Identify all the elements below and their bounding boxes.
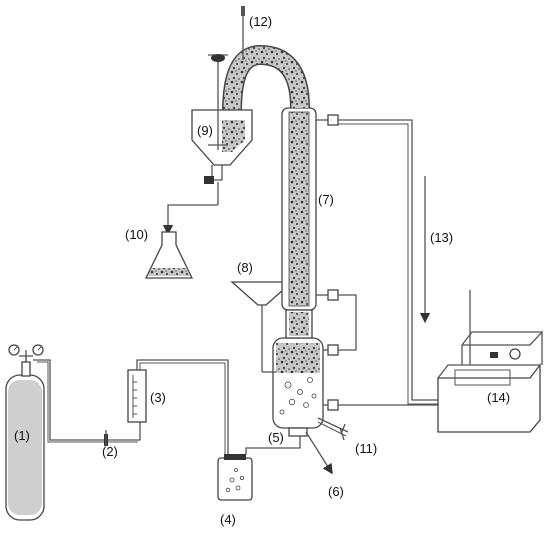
- label-valve: (2): [102, 444, 118, 459]
- label-outlet: (6): [328, 484, 344, 499]
- flowmeter: [127, 359, 229, 455]
- label-drain-valve: (11): [355, 441, 377, 456]
- condensate-receiver: [162, 54, 253, 236]
- label-cylinder: (1): [14, 428, 30, 443]
- label-thermometer: (12): [249, 14, 272, 29]
- feed-funnel: [230, 281, 294, 373]
- label-column: (7): [318, 192, 334, 207]
- label-funnel: (8): [237, 260, 253, 275]
- label-wash-bottle: (4): [220, 512, 236, 527]
- jacketed-column: [281, 107, 339, 339]
- label-flowmeter: (3): [150, 390, 166, 405]
- gas-cylinder: [5, 344, 45, 521]
- label-reboiler: (5): [268, 430, 284, 445]
- label-receiver: (9): [197, 123, 213, 138]
- label-flask: (10): [125, 227, 148, 242]
- gas-line: [33, 359, 141, 446]
- thermostatic-bath: [437, 290, 543, 433]
- label-flow-arrow: (13): [430, 230, 453, 245]
- coolant-piping: [323, 119, 438, 411]
- column-head: [222, 6, 310, 113]
- collection-flask: [144, 231, 194, 279]
- wash-bottle: [217, 430, 301, 501]
- label-bath: (14): [487, 390, 510, 405]
